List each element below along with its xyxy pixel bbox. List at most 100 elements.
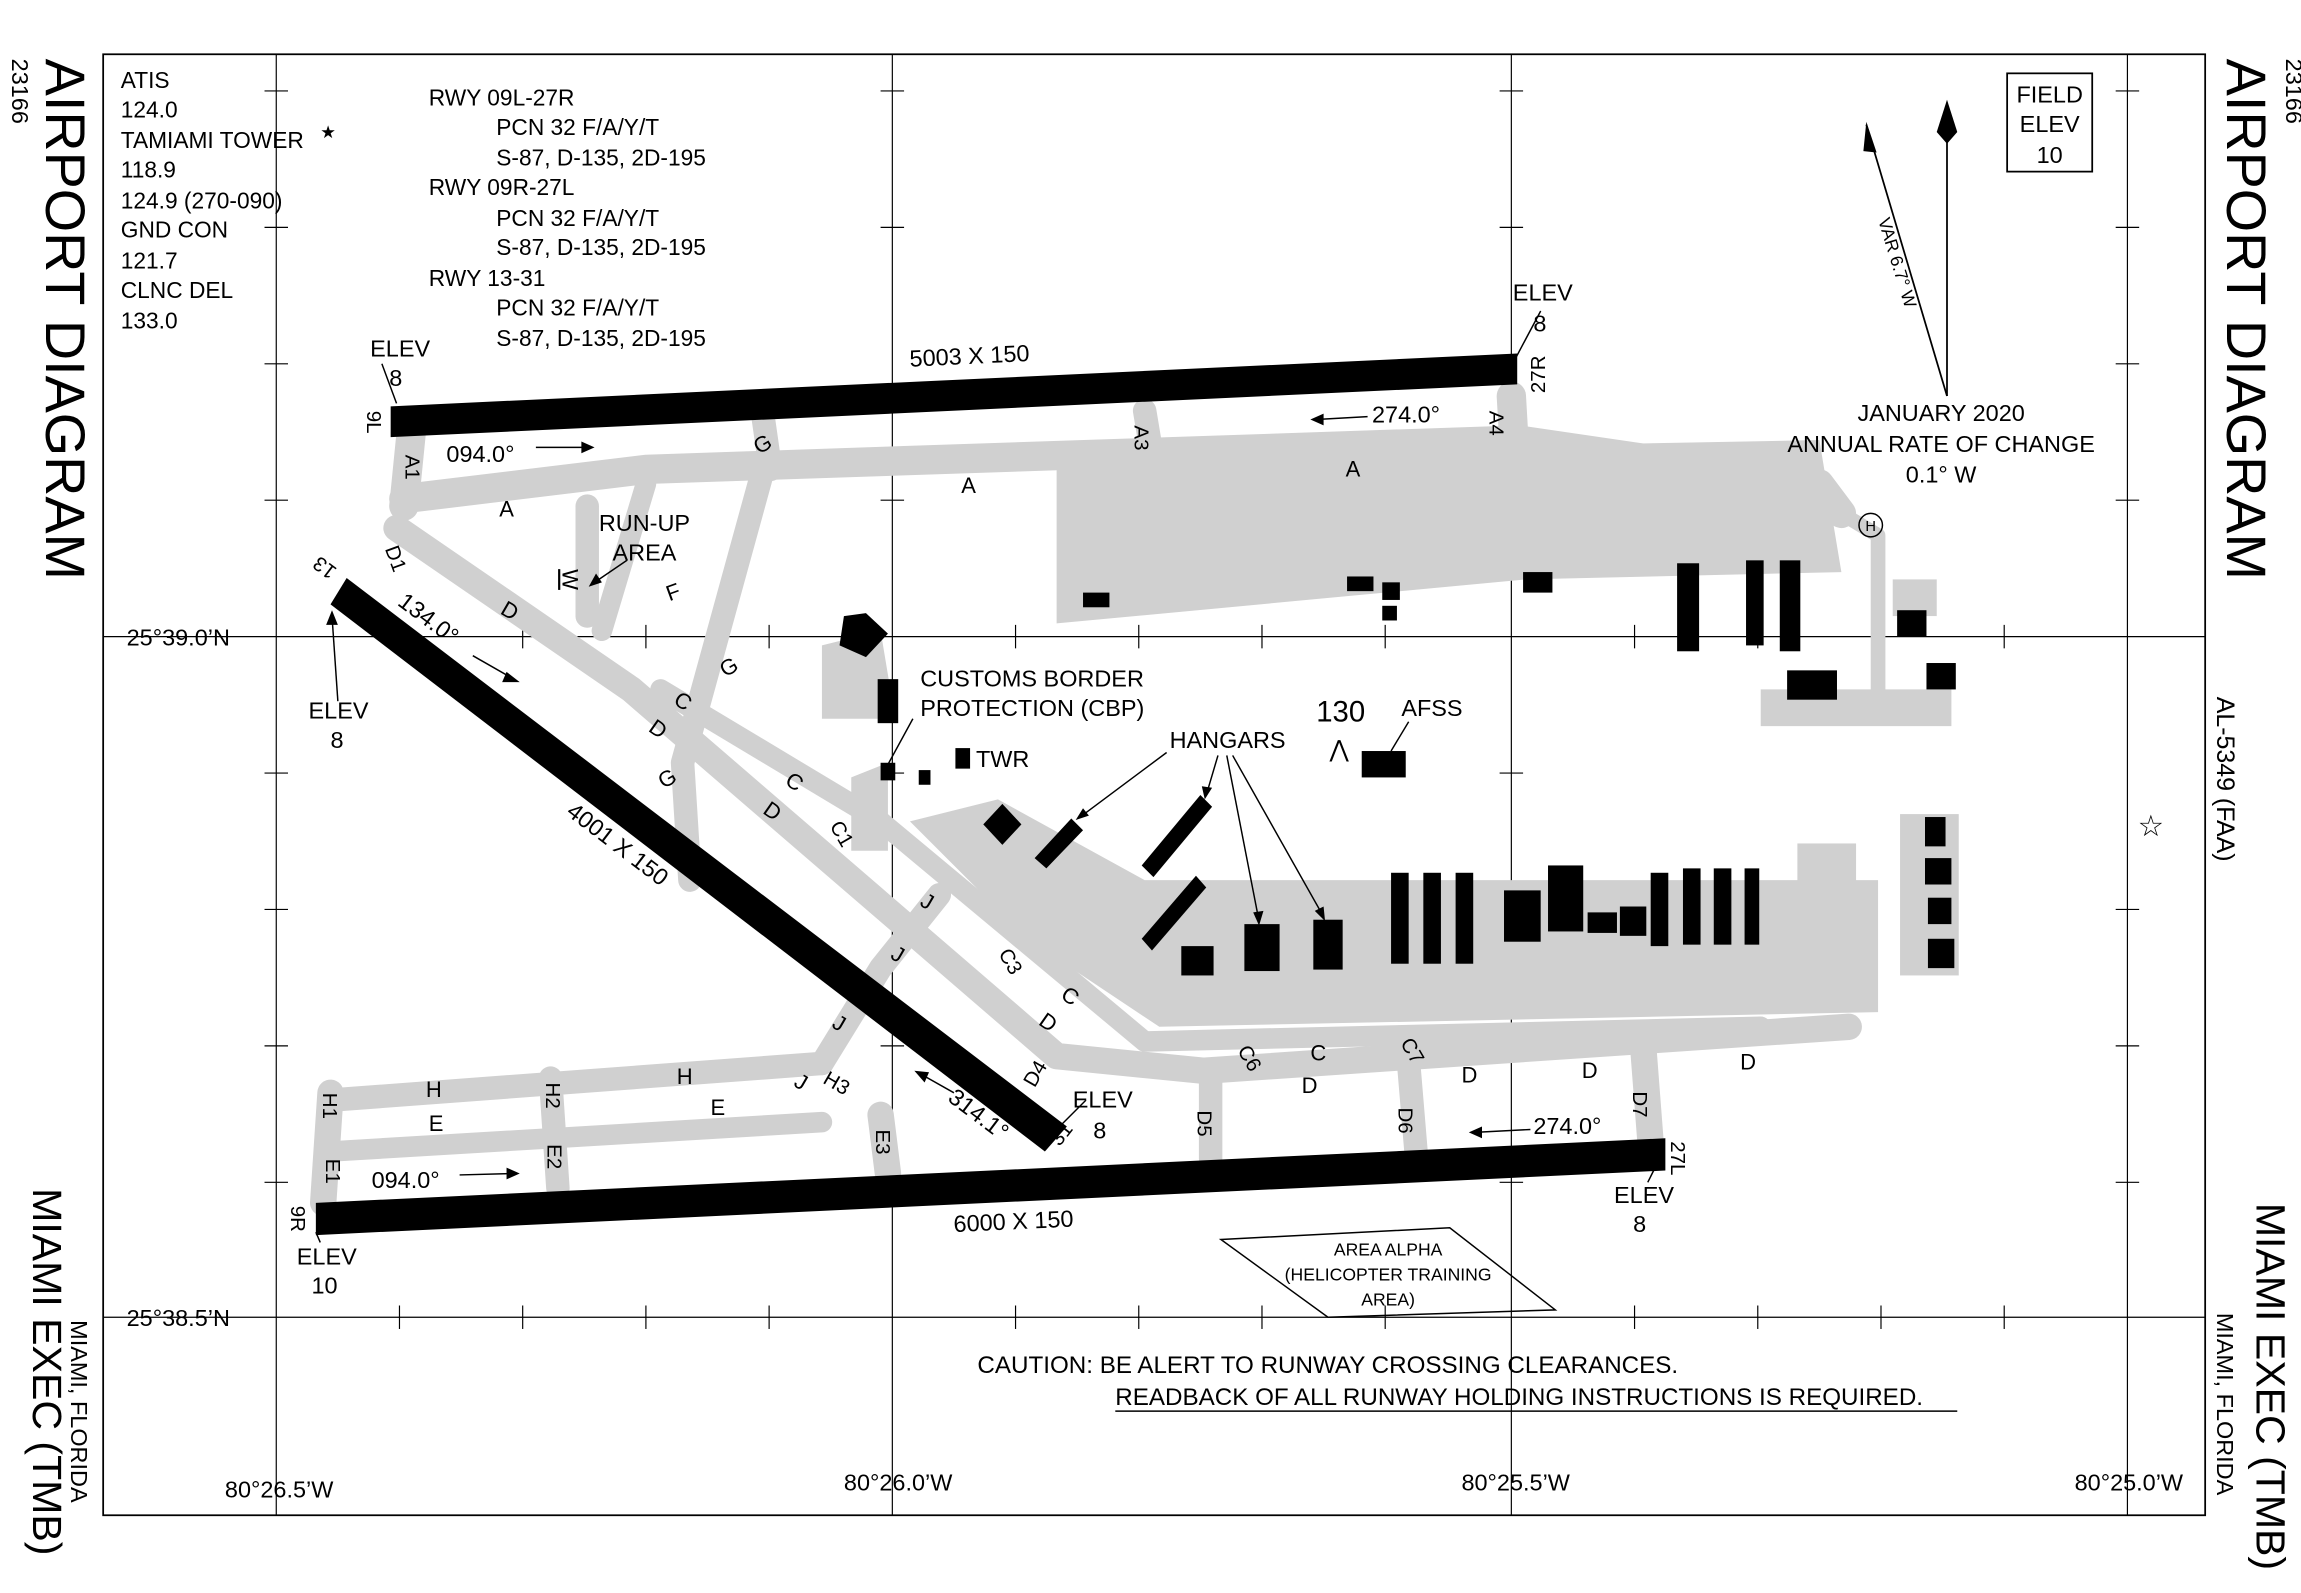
lon-label: 80°25.0’W (2075, 1469, 2184, 1495)
taxiway-label: A (961, 473, 976, 498)
taxiway-label: D (1461, 1063, 1477, 1088)
taxiway-label: D5 (1192, 1110, 1215, 1136)
elev-value: 8 (1633, 1211, 1646, 1237)
runway-heading: 094.0° (446, 441, 514, 467)
taxiway-label: A (1346, 457, 1361, 482)
rwy-name: RWY 13-31 (429, 265, 546, 291)
lat-label: 25°39.0’N (127, 624, 230, 650)
taxiway-label: E3 (871, 1129, 894, 1154)
runway-heading: 274.0° (1372, 401, 1440, 427)
heading-arrows (315, 310, 1656, 1243)
runway-dimensions: 5003 X 150 (909, 340, 1030, 372)
title-left: AIRPORT DIAGRAM (34, 59, 96, 580)
magvar-info: JANUARY 2020 ANNUAL RATE OF CHANGE 0.1° … (1787, 400, 2095, 488)
elev-value: 10 (311, 1273, 337, 1299)
lon-label: 80°25.5’W (1461, 1469, 1570, 1495)
runway-end: 13 (309, 551, 341, 583)
elev-label: ELEV (1614, 1182, 1674, 1208)
comm-line: 124.0 (121, 96, 178, 122)
customs-label: CUSTOMS BORDER (920, 665, 1144, 691)
runup-area-label: AREA (612, 539, 676, 565)
obstacle-icon: ⋀ (1328, 736, 1348, 762)
runway-end: 27R (1527, 355, 1550, 393)
comm-line: CLNC DEL (121, 277, 233, 303)
rwy-weight: S-87, D-135, 2D-195 (496, 325, 706, 351)
airport-name-right: MIAMI EXEC (TMB) (2248, 1203, 2294, 1570)
runways (315, 353, 1666, 1236)
taxiway-label: E1 (321, 1159, 344, 1184)
runway-dimensions: 6000 X 150 (953, 1206, 1074, 1238)
star-icon: ★ (320, 122, 336, 142)
taxiway-label: H2 (541, 1083, 564, 1109)
chart-id-right: 23166 (2281, 59, 2301, 124)
elev-value: 8 (389, 365, 402, 391)
elev-label: ELEV (309, 698, 369, 724)
comm-line: 124.9 (270-090) (121, 187, 283, 213)
elev-label: ELEV (297, 1243, 357, 1269)
aprons (821, 440, 1959, 1027)
taxiway-label: C (1310, 1041, 1326, 1066)
star-icon: ☆ (2138, 810, 2164, 843)
field-elev-value: 10 (2037, 142, 2063, 168)
caution-note: CAUTION: BE ALERT TO RUNWAY CROSSING CLE… (977, 1352, 1958, 1412)
taxiway-label: E (710, 1095, 725, 1120)
comm-line: 133.0 (121, 308, 178, 334)
magvar-rate: 0.1° W (1906, 462, 1977, 488)
taxiway-label: H1 (318, 1093, 341, 1119)
taxiway-label: W (557, 569, 582, 590)
rwy-name: RWY 09L-27R (429, 85, 575, 111)
runway-heading: 274.0° (1533, 1113, 1601, 1139)
taxiway-label: D7 (1628, 1091, 1651, 1117)
area-alpha-label: AREA) (1361, 1289, 1415, 1309)
area-alpha-label: AREA ALPHA (1334, 1240, 1443, 1260)
magvar-date: JANUARY 2020 (1857, 400, 2024, 426)
runway-end: 9R (286, 1206, 309, 1232)
feature-labels: RUN-UP AREA CUSTOMS BORDER PROTECTION (C… (599, 510, 1884, 926)
comm-line: GND CON (121, 217, 228, 243)
customs-label: PROTECTION (CBP) (920, 695, 1144, 721)
comm-line: 118.9 (121, 156, 176, 182)
taxiway-label: E2 (543, 1144, 566, 1169)
taxiway-label: D (1302, 1073, 1318, 1098)
helipad-icon (1858, 512, 1884, 538)
comm-line: ATIS (121, 67, 170, 93)
coordinates: 25°39.0’N 25°38.5’N 80°26.5’W 80°26.0’W … (127, 624, 2184, 1502)
caution-line: READBACK OF ALL RUNWAY HOLDING INSTRUCTI… (1115, 1384, 1923, 1411)
grid-ticks (264, 90, 2140, 1329)
hangar-pointers (1075, 751, 1326, 926)
taxiway-label: A (499, 496, 514, 521)
comm-line: TAMIAMI TOWER (121, 127, 304, 153)
obstacle-height: 130 (1316, 696, 1365, 729)
airport-name-left: MIAMI EXEC (TMB) (24, 1188, 70, 1555)
elev-label: ELEV (370, 335, 430, 361)
frame (102, 53, 2207, 1517)
comms-block: ATIS 124.0 TAMIAMI TOWER ★ 118.9 124.9 (… (121, 67, 336, 334)
area-alpha-label: (HELICOPTER TRAINING (1285, 1265, 1492, 1285)
comm-line: 121.7 (121, 247, 178, 273)
elev-value: 8 (1533, 311, 1546, 337)
rwy-name: RWY 09R-27L (429, 174, 575, 200)
side-titles: 23166 AIRPORT DIAGRAM MIAMI EXEC (TMB) M… (7, 59, 2301, 1570)
taxiway-label: F (663, 578, 684, 606)
field-elev-box: FIELD ELEV 10 (2006, 72, 2094, 173)
magnetic-variation: VAR 6.7° W (1874, 215, 1920, 310)
city-left: MIAMI, FLORIDA (66, 1320, 92, 1503)
afss-label: AFSS (1401, 695, 1462, 721)
lon-label: 80°26.0’W (844, 1469, 953, 1495)
elev-value: 8 (331, 727, 344, 753)
tower-marker (955, 748, 971, 769)
elev-value: 8 (1093, 1117, 1106, 1143)
taxiway-label: D (1582, 1058, 1598, 1083)
taxiway-label: H (426, 1077, 442, 1102)
runway-heading: 094.0° (372, 1167, 440, 1193)
taxiway-label: H (677, 1064, 693, 1089)
helipad-label: H (1865, 519, 1876, 535)
runway-09r-27l (315, 1138, 1666, 1236)
area-alpha: AREA ALPHA (HELICOPTER TRAINING AREA) (1218, 1227, 1558, 1318)
hangars-label: HANGARS (1170, 727, 1286, 753)
taxiway-label: A1 (400, 455, 423, 480)
north-arrow-icon: VAR 6.7° W (1863, 99, 1958, 397)
al-code: AL-5349 (FAA) (2211, 697, 2239, 862)
runup-area-label: RUN-UP (599, 510, 690, 536)
